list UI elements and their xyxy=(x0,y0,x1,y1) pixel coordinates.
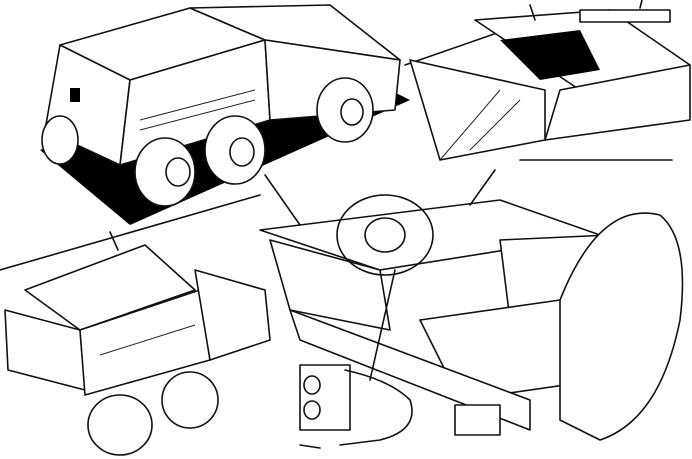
vehicle-rear-hatch-open xyxy=(4,231,271,456)
cabin-interior xyxy=(259,169,684,449)
roof-hatch-open xyxy=(404,0,691,161)
divider-line xyxy=(0,194,261,271)
vehicle-exterior-closed xyxy=(40,4,410,225)
